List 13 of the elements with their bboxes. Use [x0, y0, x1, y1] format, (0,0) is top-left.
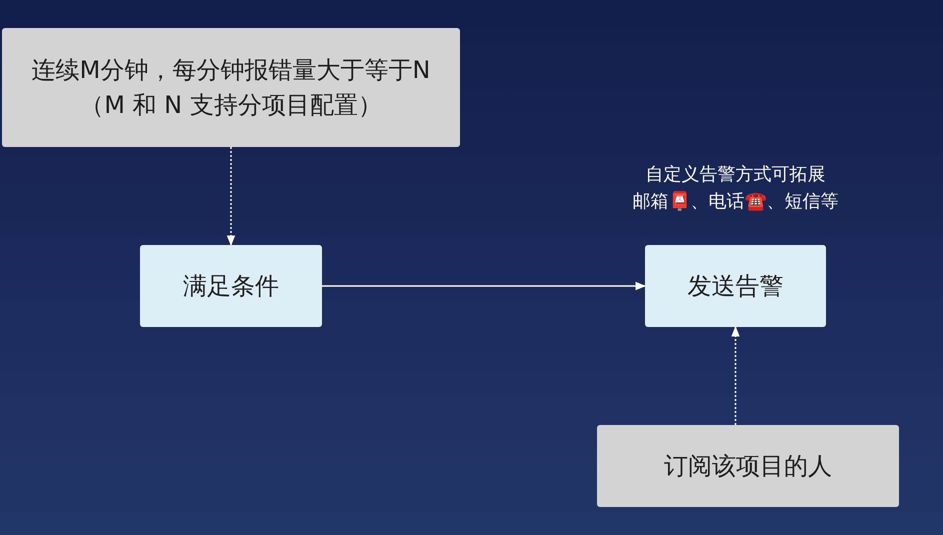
box-text: 满足条件 — [183, 270, 279, 302]
subscriber-box — [597, 425, 899, 507]
alert-box — [645, 245, 826, 327]
note-text: 自定义告警方式可拓展 — [644, 163, 826, 187]
box-text: 订阅该项目的人 — [664, 450, 832, 482]
condition-box — [140, 245, 322, 327]
note-text: 邮箱📮、电话☎、短信等 — [632, 190, 840, 214]
box-text: 发送告警 — [688, 270, 784, 302]
arrow — [731, 326, 740, 425]
box-text: 连续M分钟，每分钟报错量大于等于N — [32, 54, 430, 86]
arrow — [322, 282, 646, 290]
box-text: （M 和 N 支持分项目配置） — [80, 90, 382, 120]
arrow — [226, 147, 236, 246]
